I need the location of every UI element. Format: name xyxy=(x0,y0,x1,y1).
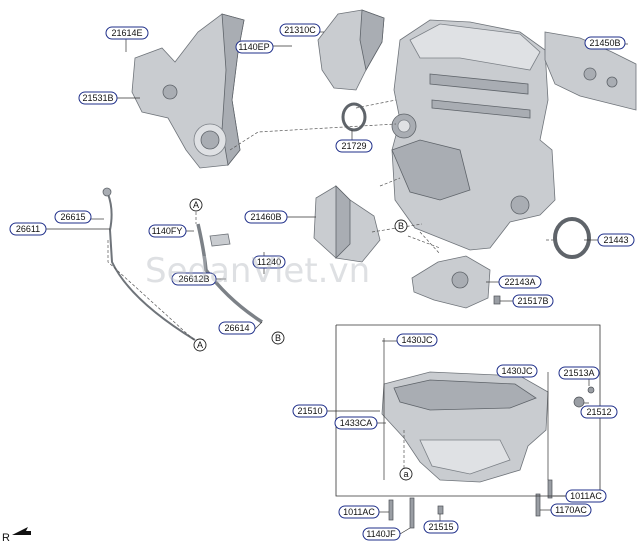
label-26611[interactable]: 26611 xyxy=(9,222,47,236)
label-1430JC-b[interactable]: 1430JC xyxy=(496,364,538,378)
svg-text:21614E: 21614E xyxy=(111,28,142,38)
ref-B-mid: B xyxy=(394,219,408,233)
label-21443[interactable]: 21443 xyxy=(597,233,635,247)
label-21729[interactable]: 21729 xyxy=(335,139,373,153)
label-1011AC-right[interactable]: 1011AC xyxy=(565,489,607,503)
svg-text:21510: 21510 xyxy=(297,406,322,416)
label-1011AC-left[interactable]: 1011AC xyxy=(338,505,380,519)
dipstick-tube xyxy=(196,223,263,324)
svg-text:1011AC: 1011AC xyxy=(570,491,602,501)
dipstick xyxy=(102,187,196,341)
label-21531B[interactable]: 21531B xyxy=(78,91,118,105)
label-1140JF[interactable]: 1140JF xyxy=(362,527,401,541)
svg-text:21729: 21729 xyxy=(341,141,366,151)
watermark: SedanViet.vn xyxy=(145,251,370,291)
svg-text:21531B: 21531B xyxy=(82,93,113,103)
ref-A-bottom: A xyxy=(193,338,207,352)
svg-text:A: A xyxy=(193,200,199,210)
svg-text:21460B: 21460B xyxy=(250,212,281,222)
gasket-21513A xyxy=(587,386,595,394)
label-26614[interactable]: 26614 xyxy=(218,321,256,335)
svg-text:21443: 21443 xyxy=(603,235,628,245)
svg-text:B: B xyxy=(398,221,404,231)
svg-text:11240: 11240 xyxy=(257,257,281,267)
svg-text:B: B xyxy=(275,333,281,343)
bolt-1140JF xyxy=(409,497,415,529)
label-21512[interactable]: 21512 xyxy=(580,405,618,419)
label-1170AC[interactable]: 1170AC xyxy=(550,503,592,517)
label-1430JC-a[interactable]: 1430JC xyxy=(396,333,438,347)
ref-A-top: A xyxy=(189,198,203,212)
ref-a: a xyxy=(399,467,413,481)
svg-text:R: R xyxy=(2,532,10,543)
label-21517B[interactable]: 21517B xyxy=(512,294,554,308)
svg-text:A: A xyxy=(197,340,203,350)
svg-text:21513A: 21513A xyxy=(563,368,594,378)
svg-text:21517B: 21517B xyxy=(517,296,548,306)
svg-text:1140FY: 1140FY xyxy=(152,226,183,236)
label-1140EP[interactable]: 1140EP xyxy=(235,40,274,54)
label-22143A[interactable]: 22143A xyxy=(498,275,542,289)
svg-text:21515: 21515 xyxy=(428,522,453,532)
svg-text:1433CA: 1433CA xyxy=(340,418,373,428)
svg-text:22143A: 22143A xyxy=(504,277,535,287)
svg-text:21450B: 21450B xyxy=(589,38,620,48)
engine-block xyxy=(391,19,556,251)
svg-text:a: a xyxy=(403,469,408,479)
label-21614E[interactable]: 21614E xyxy=(105,26,149,40)
leader-lines xyxy=(46,31,628,535)
svg-text:1140EP: 1140EP xyxy=(238,42,269,52)
svg-text:1170AC: 1170AC xyxy=(555,505,587,515)
svg-text:SedanViet.vn: SedanViet.vn xyxy=(145,251,370,291)
label-11240[interactable]: 11240 xyxy=(252,255,286,269)
label-1140FY[interactable]: 1140FY xyxy=(148,224,187,238)
label-21310C[interactable]: 21310C xyxy=(279,23,321,37)
label-1433CA[interactable]: 1433CA xyxy=(334,416,378,430)
gasket-21450B xyxy=(544,31,637,111)
label-21515[interactable]: 21515 xyxy=(423,520,459,534)
bolt-1011AC-left xyxy=(388,499,394,521)
label-21513A[interactable]: 21513A xyxy=(558,366,600,380)
rear-seal-21443 xyxy=(553,217,591,259)
timing-cover-left xyxy=(131,13,245,169)
bolt-1170AC xyxy=(535,493,541,517)
label-26615[interactable]: 26615 xyxy=(54,210,92,224)
svg-text:26612B: 26612B xyxy=(178,274,209,284)
corner-marker: R xyxy=(2,527,31,543)
timing-cover-upper xyxy=(317,9,385,91)
ref-B-bottom: B xyxy=(271,331,285,345)
bolt-21517B xyxy=(493,295,501,305)
svg-text:1011AC: 1011AC xyxy=(343,507,375,517)
oil-pan-21510 xyxy=(381,371,549,483)
oil-pump-22143A xyxy=(411,255,491,309)
svg-text:21310C: 21310C xyxy=(284,25,316,35)
label-21450B[interactable]: 21450B xyxy=(584,36,626,50)
svg-text:1430JC: 1430JC xyxy=(401,335,433,345)
svg-text:26615: 26615 xyxy=(60,212,85,222)
svg-text:26611: 26611 xyxy=(16,224,40,234)
svg-text:1140JF: 1140JF xyxy=(366,529,396,539)
label-21460B[interactable]: 21460B xyxy=(244,210,288,224)
label-26612B[interactable]: 26612B xyxy=(171,272,217,286)
svg-text:26614: 26614 xyxy=(224,323,249,333)
drain-21515 xyxy=(437,505,444,515)
bracket-21460B xyxy=(313,185,381,263)
svg-text:21512: 21512 xyxy=(586,407,611,417)
bolt-1011AC-right xyxy=(547,479,553,499)
svg-text:1430JC: 1430JC xyxy=(501,366,533,376)
seal-ring-21729 xyxy=(341,102,367,132)
plug-21512 xyxy=(573,396,585,408)
arrow-icon xyxy=(12,527,31,535)
label-21510[interactable]: 21510 xyxy=(292,404,328,418)
